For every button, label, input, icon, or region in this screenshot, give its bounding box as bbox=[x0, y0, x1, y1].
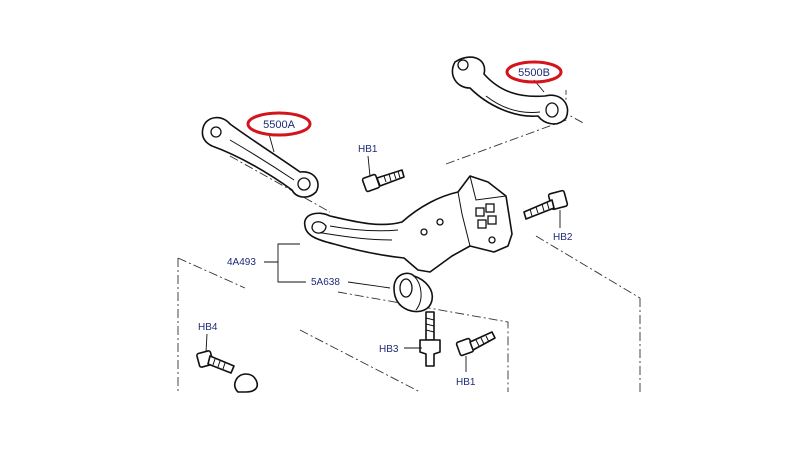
crossmember-4a493 bbox=[303, 175, 513, 273]
highlight-ring-5500b bbox=[505, 60, 563, 84]
label-4a493: 4A493 bbox=[227, 257, 256, 268]
bolt-hb1-top bbox=[361, 169, 405, 193]
bushing-5a638 bbox=[393, 272, 434, 313]
label-hb1-top: HB1 bbox=[358, 144, 378, 155]
bolt-hb3 bbox=[419, 311, 441, 367]
lower-arm-5500a bbox=[201, 116, 319, 198]
label-5500b: 5500B bbox=[518, 67, 550, 79]
bolt-hb2 bbox=[523, 189, 569, 220]
upper-arm-5500b bbox=[451, 56, 569, 125]
reference-lines bbox=[177, 90, 641, 393]
bolt-hb1-bottom bbox=[455, 331, 496, 357]
label-5500a: 5500A bbox=[263, 119, 295, 131]
highlight-ring-5500a bbox=[246, 111, 312, 137]
leader-lines bbox=[205, 79, 561, 372]
label-hb2: HB2 bbox=[553, 232, 573, 243]
label-hb1-bottom: HB1 bbox=[456, 377, 476, 388]
label-hb4: HB4 bbox=[198, 322, 218, 333]
label-hb3: HB3 bbox=[379, 344, 399, 355]
label-5a638: 5A638 bbox=[311, 277, 340, 288]
bolt-hb4 bbox=[196, 350, 259, 393]
